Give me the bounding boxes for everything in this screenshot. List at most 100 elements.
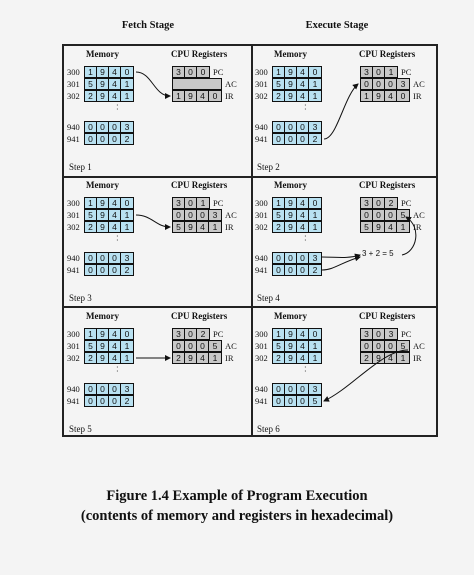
hex-digit: 0 <box>173 341 185 351</box>
hex-digit: 1 <box>309 210 321 220</box>
hex-digit: 9 <box>97 341 109 351</box>
cpu-registers-header: CPU Registers <box>359 180 416 190</box>
memory-address: 300 <box>67 198 80 208</box>
ellipsis-marker: ·· <box>304 363 307 376</box>
memory-address: 941 <box>255 134 268 144</box>
hex-digit: 1 <box>273 198 285 208</box>
hex-digit: 0 <box>373 329 385 339</box>
hex-digit: 0 <box>197 210 209 220</box>
hex-digit: 9 <box>185 91 197 101</box>
memory-address: 301 <box>67 210 80 220</box>
hex-digit: 1 <box>197 198 209 208</box>
hex-digit: 1 <box>121 341 133 351</box>
hex-digit: 5 <box>273 79 285 89</box>
memory-header: Memory <box>274 49 307 59</box>
hex-digit: 4 <box>385 353 397 363</box>
memory-header: Memory <box>86 180 119 190</box>
hex-digit: 5 <box>85 341 97 351</box>
caption-line-2: (contents of memory and registers in hex… <box>80 508 394 524</box>
flow-arrow <box>323 349 409 402</box>
data-flow-arrows <box>323 83 359 140</box>
hex-digit: 0 <box>97 134 109 144</box>
hex-digit: 0 <box>297 384 309 394</box>
cpu-registers-header: CPU Registers <box>359 49 416 59</box>
hex-digit: 0 <box>121 329 133 339</box>
hex-digit: 9 <box>97 329 109 339</box>
hex-digit: 3 <box>173 67 185 77</box>
hex-digit: 9 <box>373 91 385 101</box>
hex-digit: 4 <box>297 79 309 89</box>
hex-digit: 3 <box>385 329 397 339</box>
hex-digit: 0 <box>97 265 109 275</box>
hex-digit: 2 <box>121 396 133 406</box>
memory-address: 940 <box>67 122 80 132</box>
hex-digit: 4 <box>109 198 121 208</box>
register-name: AC <box>225 341 237 351</box>
hex-digit: 9 <box>285 329 297 339</box>
register-name: AC <box>413 210 425 220</box>
hex-digit: 9 <box>285 79 297 89</box>
memory-address: 302 <box>67 222 80 232</box>
hex-digit: 9 <box>285 353 297 363</box>
hex-digit: 0 <box>85 396 97 406</box>
hex-digit: 0 <box>109 134 121 144</box>
memory-address: 301 <box>255 210 268 220</box>
fetch-stage-title: Fetch Stage <box>121 20 175 31</box>
memory-address: 940 <box>255 253 268 263</box>
hex-digit: 0 <box>373 198 385 208</box>
hex-digit: 1 <box>121 222 133 232</box>
hex-digit: 0 <box>373 79 385 89</box>
step-label: Step 2 <box>257 162 280 172</box>
hex-digit: 0 <box>297 265 309 275</box>
hex-digit: 9 <box>97 222 109 232</box>
memory-address: 300 <box>67 67 80 77</box>
ellipsis-marker: ·· <box>116 232 119 245</box>
hex-digit: 1 <box>85 329 97 339</box>
hex-digit: 0 <box>385 210 397 220</box>
data-flow-arrows <box>323 349 409 402</box>
hex-digit: 0 <box>121 67 133 77</box>
hex-digit: 0 <box>97 122 109 132</box>
hex-digit: 0 <box>397 91 409 101</box>
ellipsis-marker: ·· <box>116 101 119 114</box>
hex-digit: 1 <box>121 210 133 220</box>
register-empty <box>172 78 222 90</box>
hex-digit: 0 <box>97 396 109 406</box>
hex-digit: 4 <box>197 353 209 363</box>
hex-digit: 0 <box>373 67 385 77</box>
hex-digit: 2 <box>85 353 97 363</box>
hex-digit: 9 <box>185 353 197 363</box>
hex-digit: 2 <box>309 134 321 144</box>
register-name: PC <box>401 198 412 208</box>
hex-digit: 5 <box>273 210 285 220</box>
hex-digit: 0 <box>97 384 109 394</box>
hex-digit: 0 <box>285 265 297 275</box>
